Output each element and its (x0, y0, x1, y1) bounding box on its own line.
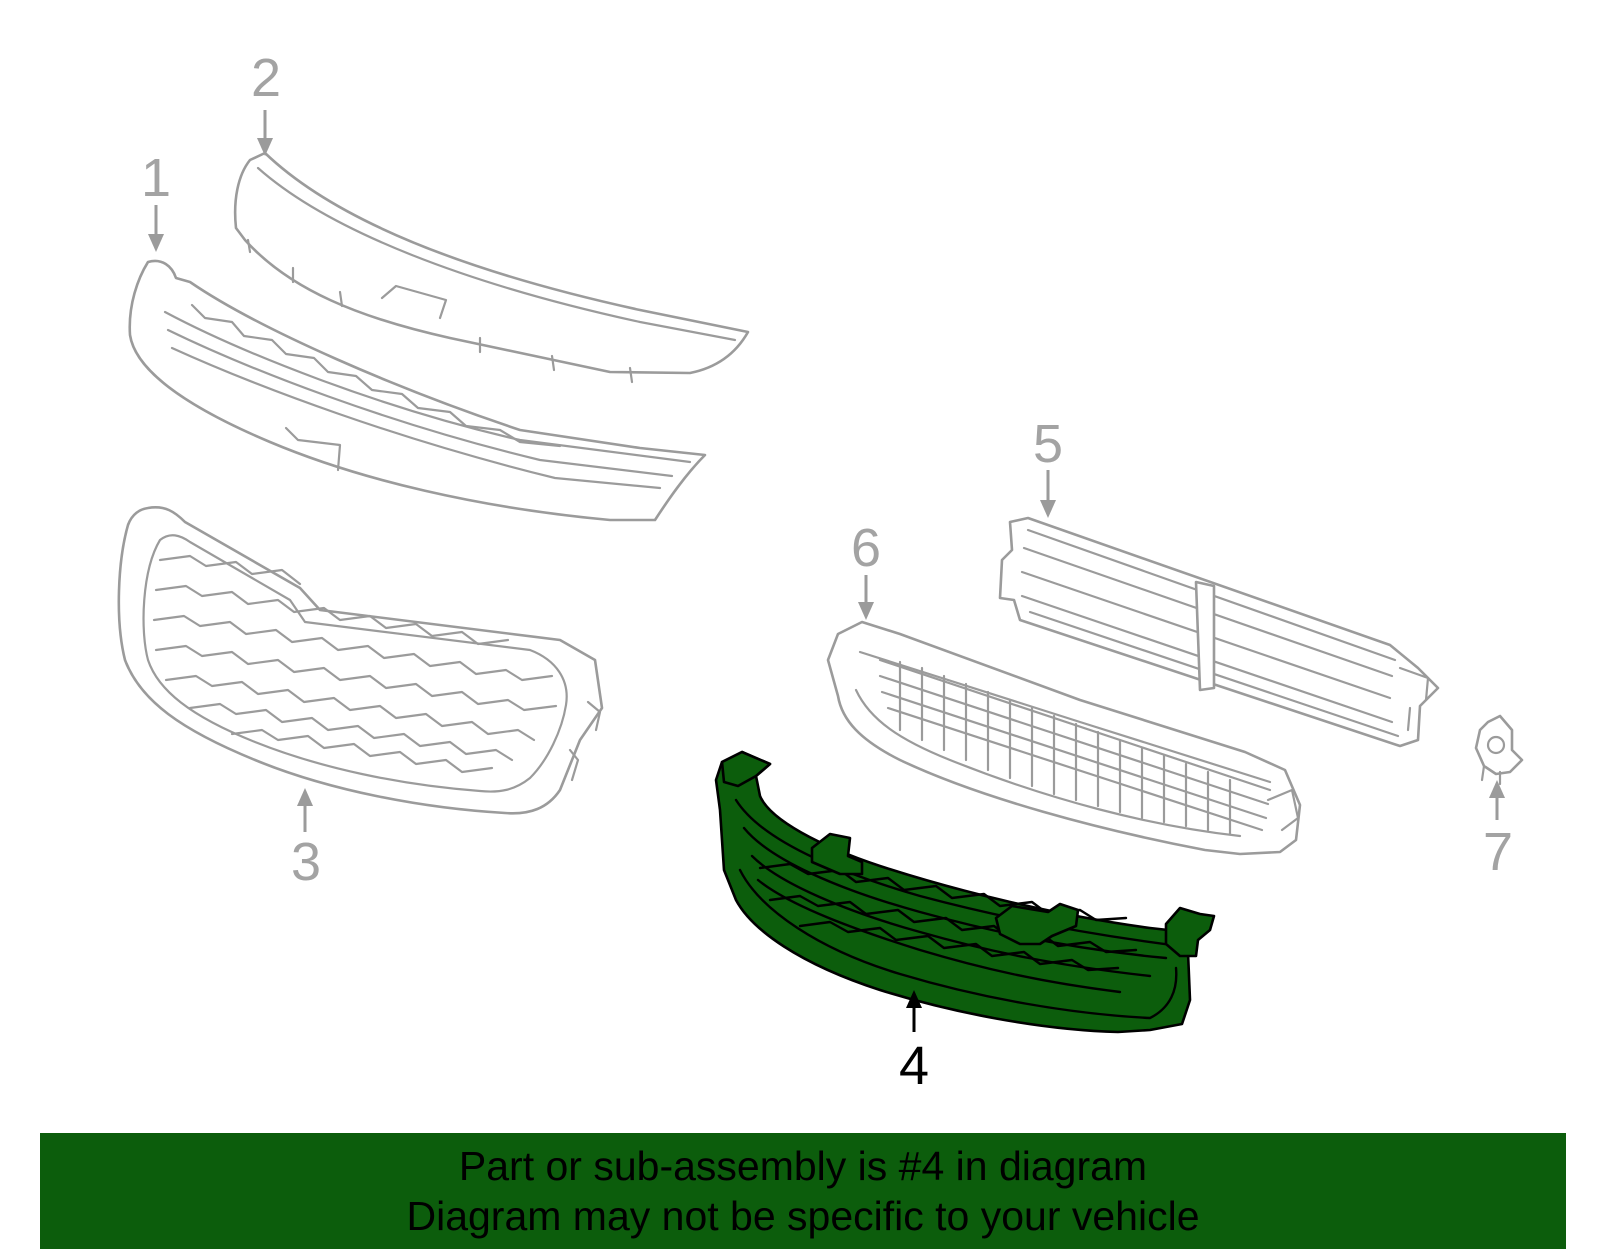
callout-label-7: 7 (1483, 822, 1513, 882)
banner-line-part-info: Part or sub-assembly is #4 in diagram (458, 1143, 1148, 1189)
banner-line-disclaimer: Diagram may not be specific to your vehi… (406, 1193, 1200, 1239)
callout-label-4: 4 (899, 1036, 929, 1096)
callout-arrow-1 (148, 205, 164, 252)
callout-label-3: 3 (291, 832, 321, 892)
callout-arrow-5 (1040, 470, 1056, 518)
part-5-air-shutter[interactable] (998, 516, 1440, 748)
callout-label-1: 1 (141, 148, 171, 208)
part-6-air-deflector[interactable] (826, 620, 1302, 856)
callout-arrow-3 (297, 788, 313, 832)
callout-label-2: 2 (251, 48, 281, 108)
callout-arrow-7 (1489, 780, 1505, 820)
part-3-main-grille[interactable] (117, 506, 604, 815)
callout-arrow-2 (257, 110, 273, 156)
callout-label-6: 6 (851, 518, 881, 578)
part-1-upper-grille-frame[interactable] (128, 259, 707, 522)
info-banner: Part or sub-assembly is #4 in diagram Di… (40, 1133, 1566, 1249)
part-7-bracket[interactable] (1474, 714, 1524, 786)
callout-label-5: 5 (1033, 414, 1063, 474)
part-2-upper-molding[interactable] (233, 151, 750, 384)
part-4-lower-grille[interactable] (714, 750, 1216, 1034)
callout-arrow-4 (906, 990, 922, 1032)
callout-arrow-6 (858, 575, 874, 620)
